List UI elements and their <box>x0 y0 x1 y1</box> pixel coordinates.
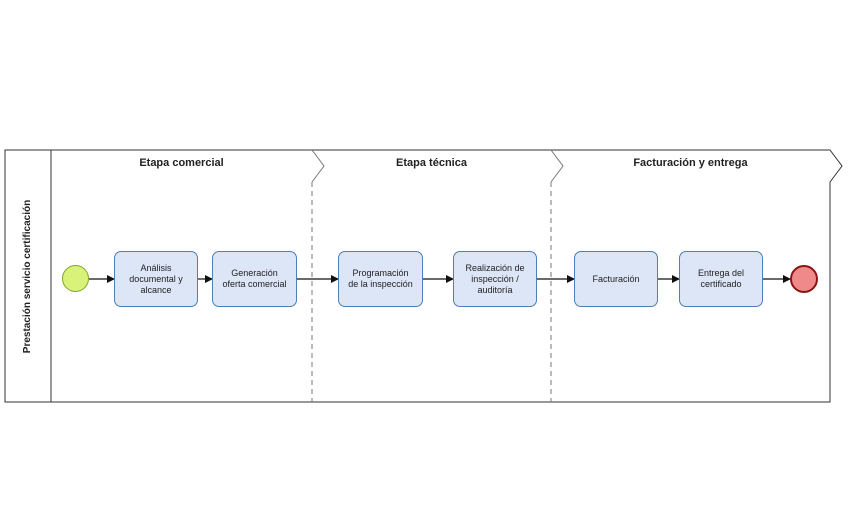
phase-title-comercial: Etapa comercial <box>139 157 224 169</box>
task-analisis-documental[interactable]: Análisis documental y alcance <box>114 251 198 307</box>
task-entrega-certificado[interactable]: Entrega del certificado <box>679 251 763 307</box>
pool-border <box>4 149 843 403</box>
task-generacion-oferta[interactable]: Generación oferta comercial <box>212 251 297 307</box>
phase-chevron-1 <box>311 149 325 183</box>
task-programacion-inspeccion[interactable]: Programación de la inspección <box>338 251 423 307</box>
phase-title-facturacion: Facturación y entrega <box>633 157 748 169</box>
end-event-icon[interactable] <box>790 265 818 293</box>
task-facturacion[interactable]: Facturación <box>574 251 658 307</box>
task-realizacion-inspeccion[interactable]: Realización de inspección / auditoría <box>453 251 537 307</box>
pool-label-text: Prestación servicio certificación <box>22 199 34 353</box>
phase-title-tecnica: Etapa técnica <box>396 157 467 169</box>
start-event-icon[interactable] <box>62 265 89 292</box>
pool-label: Prestación servicio certificación <box>6 150 50 402</box>
phase-chevron-2 <box>550 149 564 183</box>
